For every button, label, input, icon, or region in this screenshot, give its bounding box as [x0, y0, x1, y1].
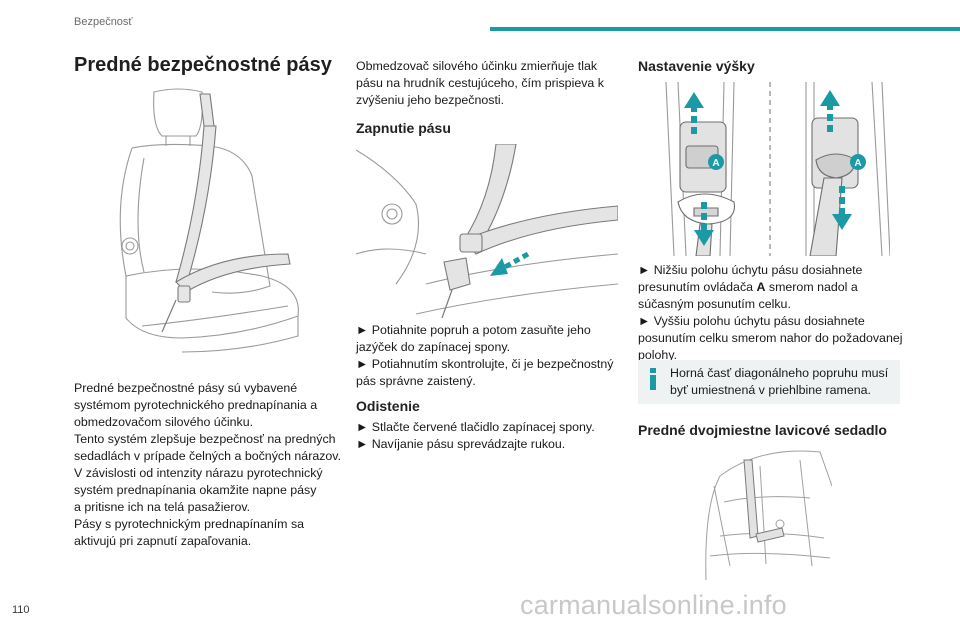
control-letter: A: [756, 280, 766, 294]
height-step: polohy.: [638, 348, 678, 362]
unfasten-steps: ► Stlačte červené tlačidlo zapínacej spo…: [356, 419, 626, 453]
col2-intro-line: Obmedzovač silového účinku zmierňuje tla…: [356, 59, 598, 73]
buckle-illustration: [356, 144, 618, 318]
height-step: súčasným posunutím celku.: [638, 297, 791, 311]
col1-line: Predné bezpečnostné pásy sú vybavené: [74, 381, 298, 395]
tip-box: [638, 360, 900, 404]
col1-line: V závislosti od intenzity nárazu pyrotec…: [74, 466, 323, 480]
tip-line: byť umiestnená v priehlbine ramena.: [670, 383, 871, 397]
col1-line: obmedzovačom silového účinku.: [74, 415, 254, 429]
height-step: presunutím ovládača A smerom nadol a: [638, 279, 908, 296]
control-a-label-2: A: [854, 158, 861, 169]
height-step-part: presunutím ovládača: [638, 280, 754, 294]
col1-line: a pritisne ich na telá pasažierov.: [74, 500, 251, 514]
header-section-label: Bezpečnosť: [74, 16, 133, 28]
col2-intro-line: pásu na hrudník cestujúceho, čím prispie…: [356, 76, 604, 90]
height-step-part: smerom nadol a: [768, 280, 858, 294]
height-step: ► Nižšiu polohu úchytu pásu dosiahnete: [638, 263, 863, 277]
col1-body: Predné bezpečnostné pásy sú vybavené sys…: [74, 380, 344, 550]
col1-line: Pásy s pyrotechnickým prednapínaním sa: [74, 517, 305, 531]
tip-text: Horná časť diagonálneho popruhu musí byť…: [670, 365, 890, 399]
control-a-label-1: A: [712, 158, 719, 169]
info-icon: [650, 368, 656, 390]
height-step: posunutím celku smerom nahor do požadova…: [638, 331, 903, 345]
height-step: ► Vyššiu polohu úchytu pásu dosiahnete: [638, 314, 865, 328]
bench-heading: Predné dvojmiestne lavicové sedadlo: [638, 422, 887, 438]
page-number: 110: [12, 604, 30, 616]
col1-line: Tento systém zlepšuje bezpečnosť na pred…: [74, 432, 336, 446]
col2-intro: Obmedzovač silového účinku zmierňuje tla…: [356, 58, 626, 109]
col1-line: systémom pyrotechnického prednapínania a: [74, 398, 318, 412]
page-title: Predné bezpečnostné pásy: [74, 54, 332, 76]
height-heading: Nastavenie výšky: [638, 58, 755, 74]
fasten-heading: Zapnutie pásu: [356, 120, 451, 136]
header-accent-bar: [490, 27, 960, 31]
height-adjust-illustration: A A: [665, 82, 890, 256]
fasten-step: ► Potiahnite popruh a potom zasuňte jeho: [356, 323, 591, 337]
watermark: carmanualsonline.info: [520, 590, 787, 620]
col2-intro-line: zvýšeniu jeho bezpečnosti.: [356, 93, 505, 107]
col1-line: aktivujú pri zapnutí zapaľovania.: [74, 534, 252, 548]
fasten-step: ► Potiahnutím skontrolujte, či je bezpeč…: [356, 357, 614, 371]
height-steps: ► Nižšiu polohu úchytu pásu dosiahnete p…: [638, 262, 908, 364]
col1-line: sedadlách v prípade čelných a bočných ná…: [74, 449, 342, 463]
fasten-steps: ► Potiahnite popruh a potom zasuňte jeho…: [356, 322, 626, 390]
seat-belt-illustration: [119, 88, 299, 353]
bench-seat-illustration: [705, 450, 832, 580]
tip-line: Horná časť diagonálneho popruhu musí: [670, 366, 889, 380]
unfasten-step: ► Navíjanie pásu sprevádzajte rukou.: [356, 437, 566, 451]
fasten-step: pás správne zaistený.: [356, 374, 476, 388]
fasten-step: jazýček do zapínacej spony.: [356, 340, 511, 354]
unfasten-heading: Odistenie: [356, 398, 420, 414]
unfasten-step: ► Stlačte červené tlačidlo zapínacej spo…: [356, 420, 595, 434]
col1-line: systém prednapínania okamžite napne pásy: [74, 483, 317, 497]
